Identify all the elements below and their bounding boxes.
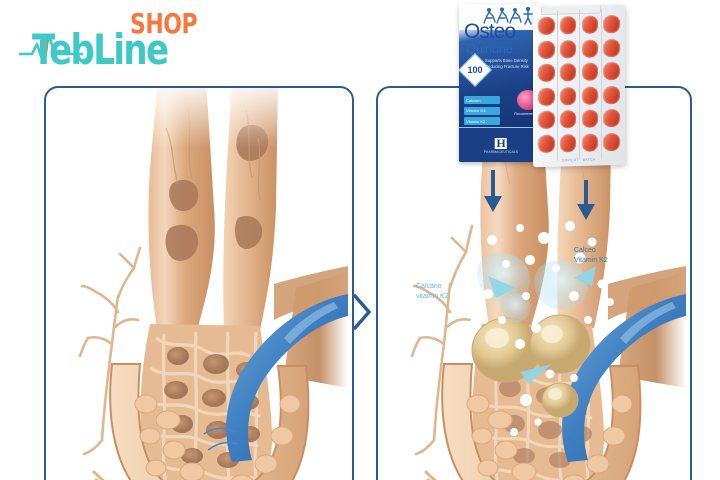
- softgel: [581, 39, 599, 58]
- softgel: [603, 38, 620, 57]
- box-servings-note: Recommended: [514, 112, 540, 116]
- manufacturer-mark: H: [495, 136, 507, 150]
- softgel: [581, 133, 599, 152]
- softgel: [603, 15, 620, 34]
- heartbeat-pulse-icon: [18, 34, 84, 64]
- label-left-line2: vitamin K2: [416, 293, 449, 300]
- softgel: [581, 109, 599, 128]
- softgel: [538, 111, 555, 130]
- osteo-quinone-box[interactable]: Osteo Quinone 100 Supports Bone Density …: [459, 4, 543, 162]
- chevron-right-icon: [352, 293, 372, 331]
- label-left-line1: Calcano: [416, 283, 442, 290]
- softgel: [603, 132, 620, 151]
- blister-pack[interactable]: EXP/LOT BATCH: [533, 4, 625, 168]
- blister-softgel-grid: [536, 13, 622, 155]
- softgel: [559, 16, 577, 35]
- box-claims-list: Calcium Vitamin D3 Vitamin K2: [464, 96, 500, 128]
- softgel: [559, 63, 577, 82]
- softgel: [559, 110, 577, 129]
- manufacturer-logo: H PHARMACEUTICALS: [483, 136, 519, 154]
- softgel: [603, 62, 620, 81]
- box-claim-1: Calcium: [464, 96, 500, 104]
- box-count-value: 100: [467, 65, 483, 75]
- logo-shop-text: SHOP: [130, 9, 198, 41]
- softgel: [581, 62, 599, 81]
- softgel: [538, 17, 555, 36]
- softgel: [538, 134, 555, 153]
- softgel: [603, 109, 620, 128]
- softgel: [603, 85, 620, 104]
- active-figures-icon: [483, 7, 533, 25]
- box-claim-3: Vitamin K2: [464, 117, 500, 125]
- blister-footer: EXP/LOT BATCH: [533, 154, 625, 165]
- absorption-arrow-left: [484, 170, 502, 212]
- blister-batch-text: BATCH: [582, 157, 596, 162]
- softgel: [581, 15, 599, 34]
- logo-brand-text: TebLine: [32, 26, 169, 75]
- softgel: [538, 40, 555, 59]
- softgel: [559, 40, 577, 59]
- box-claim-2: Vitamin D3: [464, 106, 500, 115]
- bone-illustration-before: [78, 88, 348, 480]
- label-calcano-vitamin-k2: Calcano vitamin K2: [416, 282, 449, 302]
- before-treatment-panel[interactable]: [44, 86, 354, 480]
- manufacturer-name: PHARMACEUTICALS: [483, 150, 519, 154]
- softgel: [581, 86, 599, 105]
- label-calceo-vitamin-k2: Calceo Vitamin K2: [574, 246, 608, 266]
- label-right-line2: Vitamin K2: [574, 257, 608, 264]
- blister-exp-text: EXP/LOT: [562, 157, 579, 162]
- box-tagline: Supports Bone Density Reducing Fracture …: [485, 58, 529, 69]
- softgel: [538, 64, 555, 83]
- box-brand-name: Osteo: [464, 20, 516, 43]
- absorption-arrow-right: [577, 180, 595, 220]
- tebline-shop-logo[interactable]: SHOP TebLine: [18, 8, 218, 75]
- softgel: [559, 87, 577, 106]
- softgel: [538, 87, 555, 106]
- softgel: [559, 134, 577, 153]
- label-right-line1: Calceo: [574, 247, 596, 254]
- product-pack[interactable]: Osteo Quinone 100 Supports Bone Density …: [455, 0, 645, 172]
- box-brand-subname: Quinone: [466, 41, 513, 56]
